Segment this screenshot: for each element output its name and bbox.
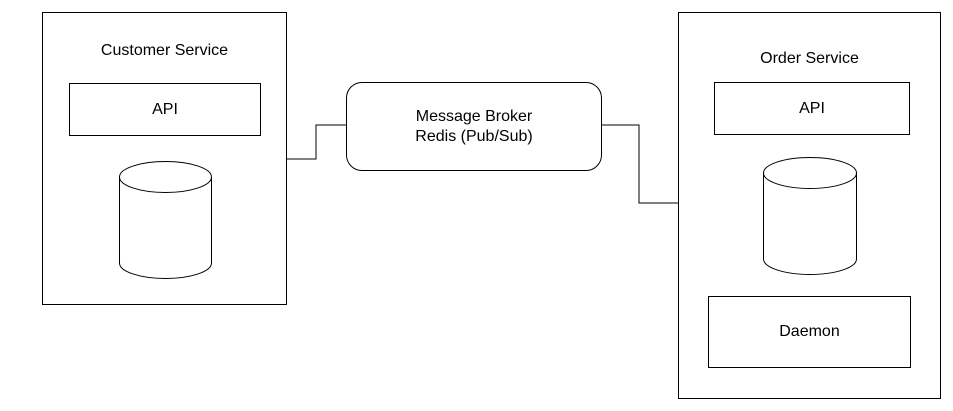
message-broker-box: Message Broker Redis (Pub/Sub) [346,82,602,171]
customer-service-container: Customer Service API [42,12,287,305]
connector-customer-to-broker [286,124,347,160]
customer-api-label: API [152,101,178,118]
order-api-box: API [714,82,910,135]
order-service-container: Order Service API Daemon [678,12,941,399]
daemon-box: Daemon [708,296,911,368]
order-database-icon [763,157,857,275]
daemon-label: Daemon [779,323,840,340]
customer-database-icon [119,161,212,279]
message-broker-line1: Message Broker [415,108,533,125]
customer-api-box: API [69,83,261,136]
order-service-title: Order Service [760,50,859,67]
customer-service-title: Customer Service [100,42,229,59]
connector-broker-to-order [601,124,679,204]
message-broker-line2: Redis (Pub/Sub) [415,128,533,145]
order-api-label: API [799,100,825,117]
